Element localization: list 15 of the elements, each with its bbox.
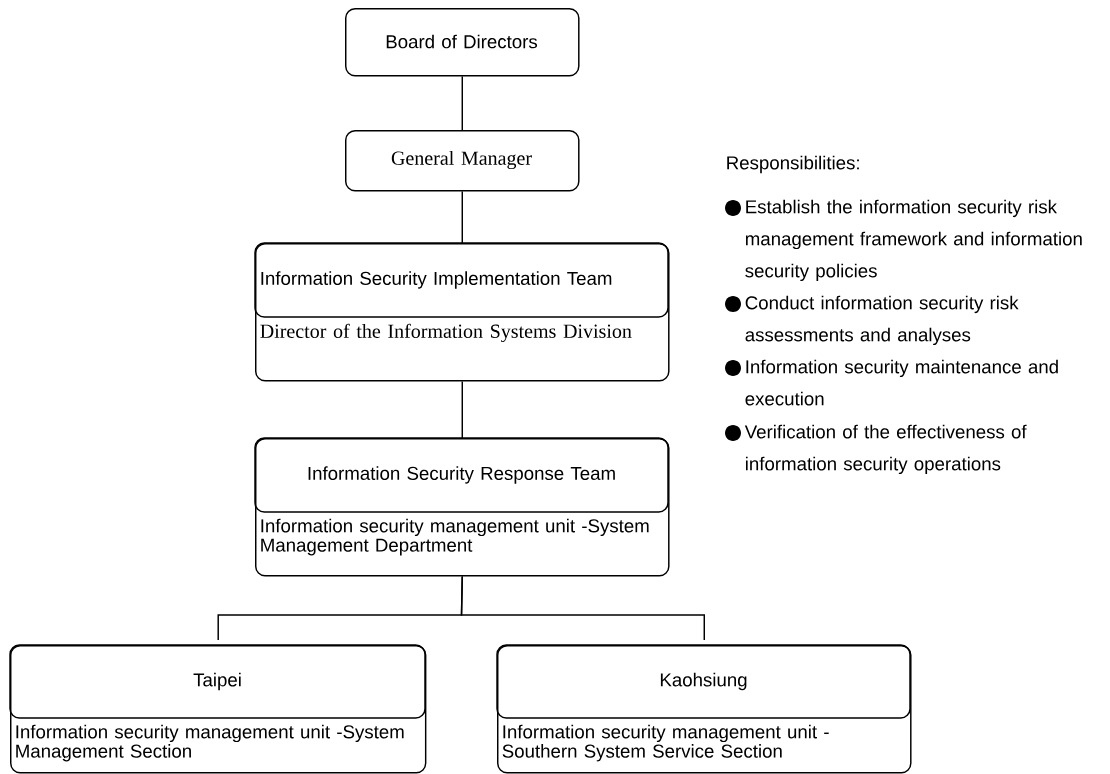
connector-line	[461, 190, 463, 244]
connector-line	[460, 575, 705, 641]
org-box: Kaohsiung Information security management unit -Southern System Service Section	[496, 644, 912, 774]
org-box: Information Security Implementation Team Director of the Information Systems Division	[254, 242, 670, 382]
heading-text: Responsibilities:	[727, 155, 859, 174]
org-box: Taipei Information security management unit -System Management Section	[9, 644, 427, 774]
bullet-text: Conduct information security risk assessments and analyses	[745, 295, 1019, 346]
org-box: Board of Directors	[345, 8, 580, 77]
connector-line	[461, 75, 463, 131]
org-box: Information Security Response Team Information security management unit -System Management Department	[254, 437, 670, 577]
bullet-text: Verification of the effectiveness of information security operations	[744, 424, 1027, 475]
bullet-text: Establish the information security risk management framework and information security policies	[745, 199, 1082, 282]
bullet-text: Information security maintenance and execution	[745, 359, 1058, 406]
connector-line	[461, 380, 463, 439]
org-box: General Manager	[345, 130, 580, 192]
